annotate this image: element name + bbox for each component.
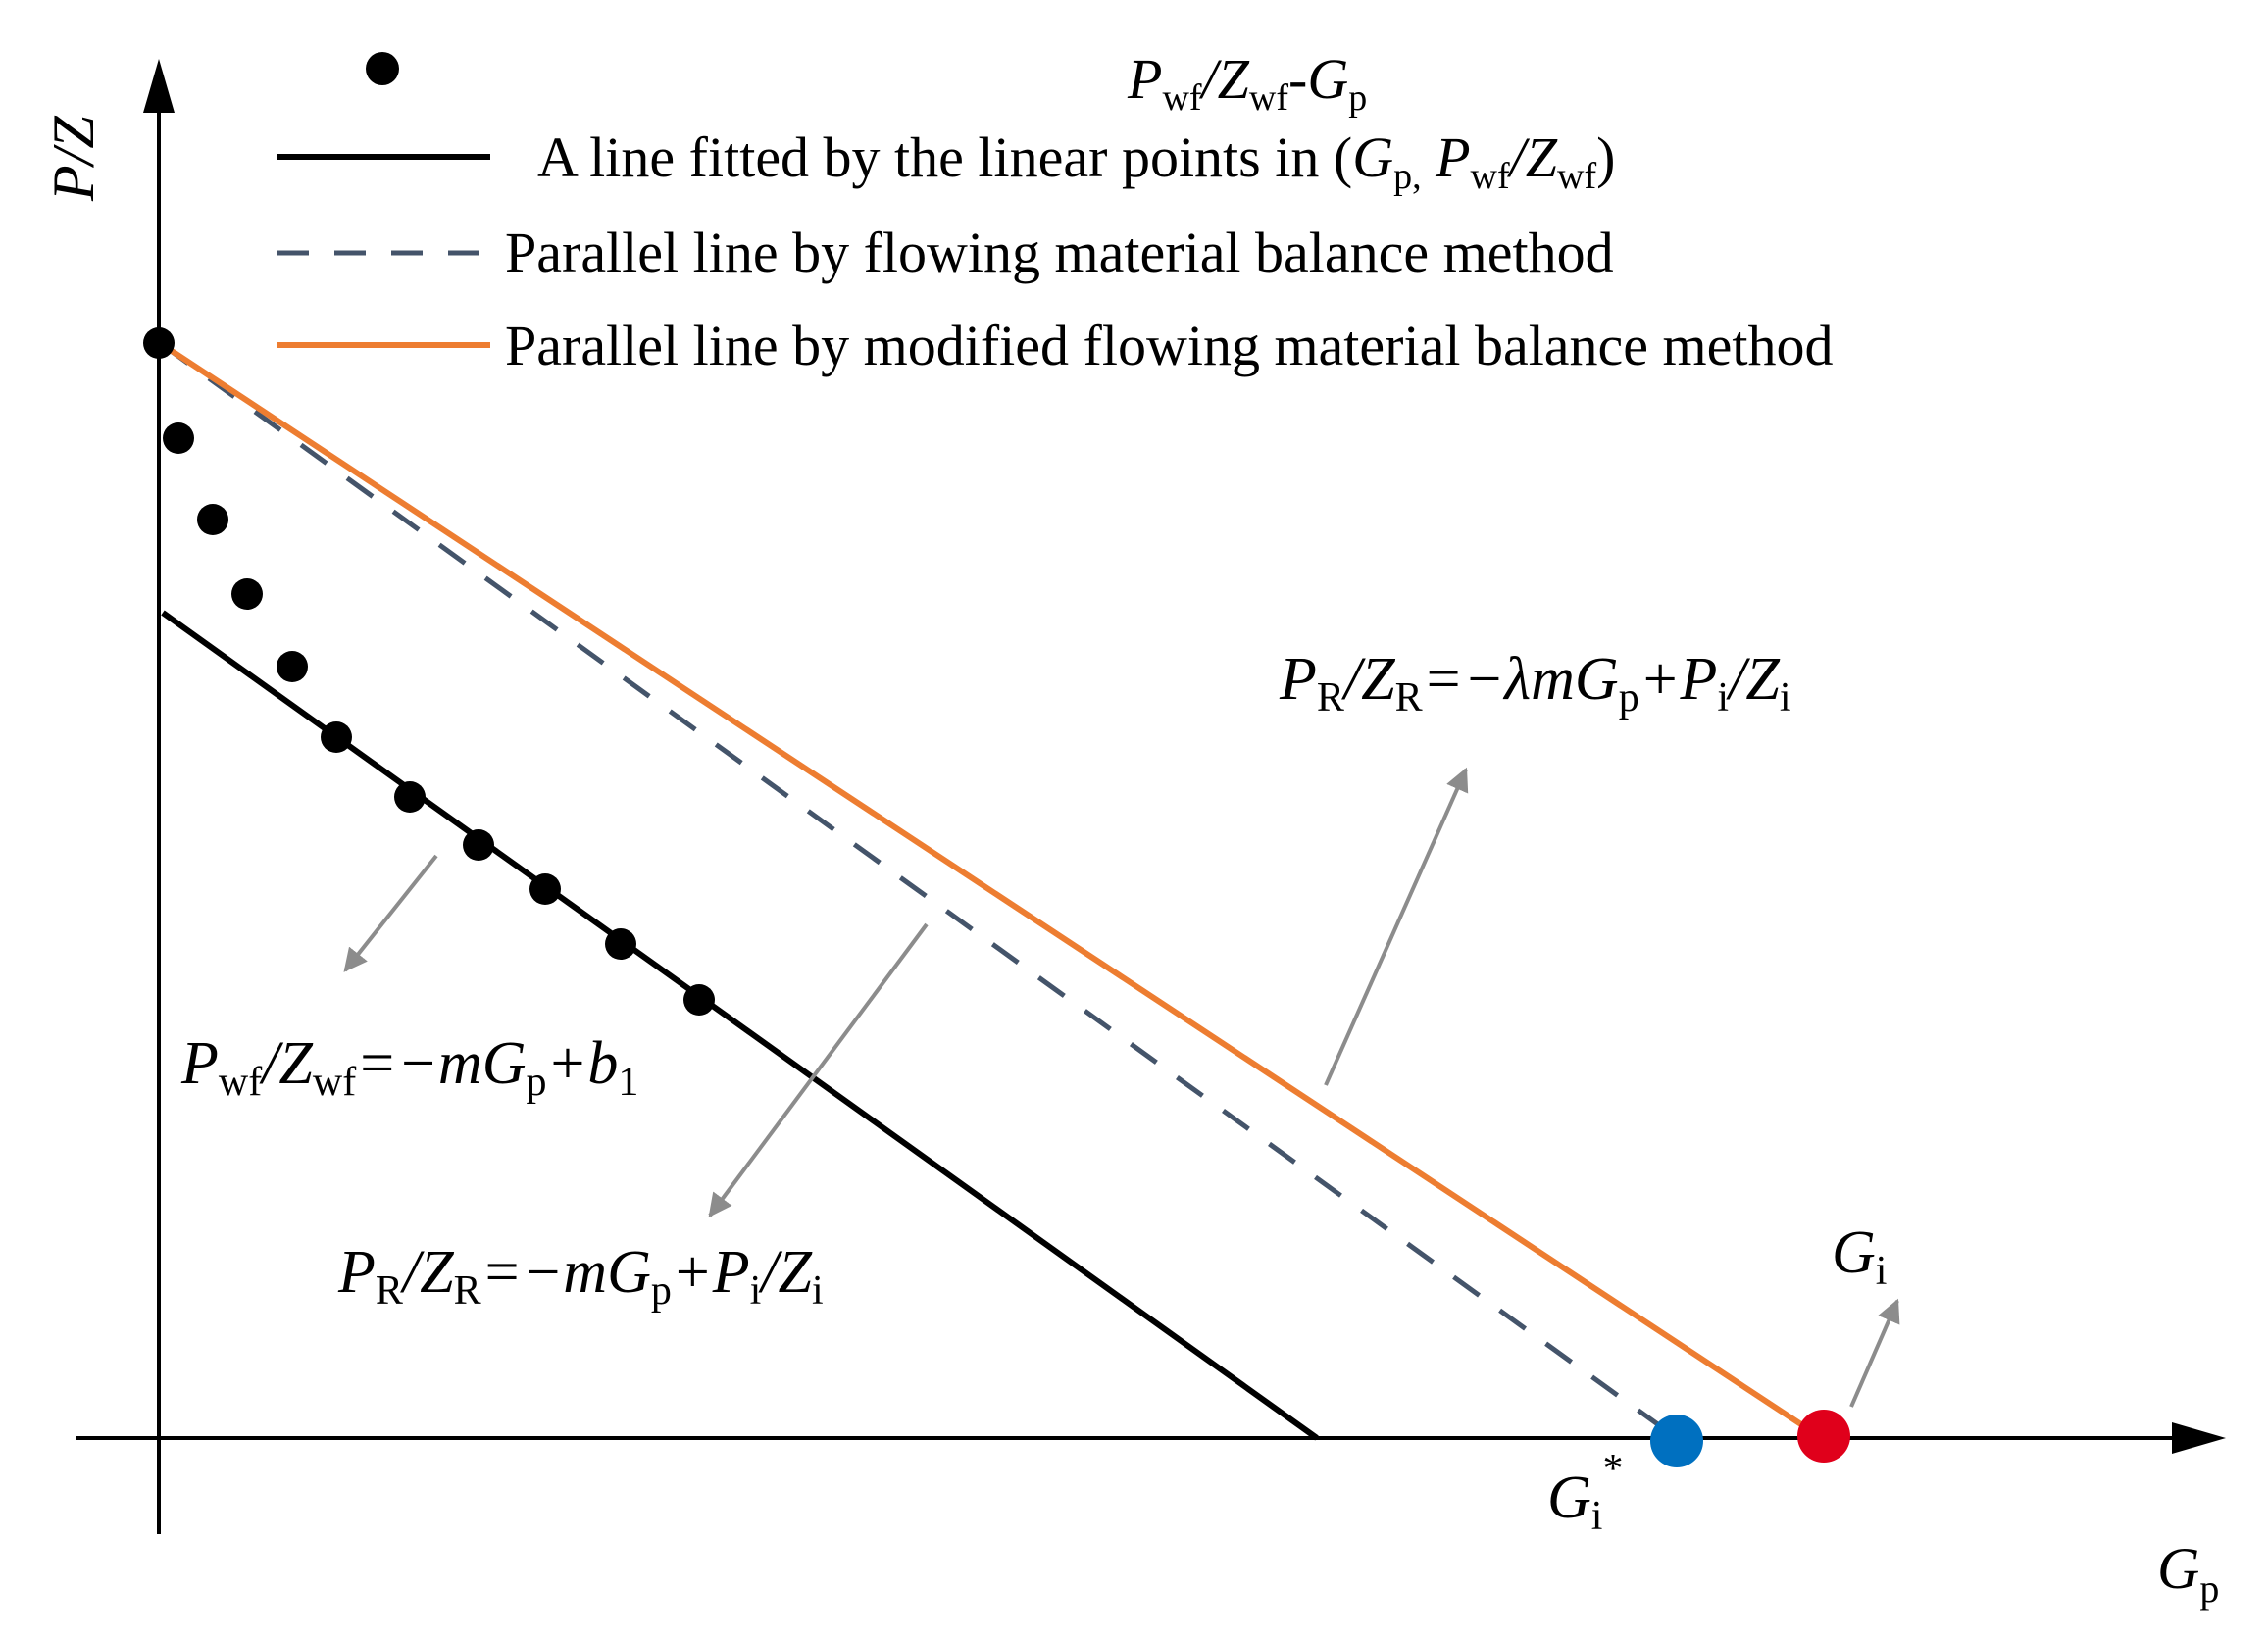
data-point xyxy=(463,829,494,861)
data-point xyxy=(529,873,561,905)
legend-marker-label: Pwf/Zwf-Gp xyxy=(1127,47,1367,119)
x-axis-label: Gp xyxy=(2157,1536,2219,1611)
gi-star-point xyxy=(1650,1415,1703,1467)
y-axis-arrowhead xyxy=(143,59,175,113)
data-point xyxy=(143,327,175,359)
dashed-equation-arrow xyxy=(708,922,929,1217)
legend-dashed-label: Parallel line by flowing material balanc… xyxy=(505,221,1614,284)
gi-star-label: Gi* xyxy=(1547,1447,1623,1539)
legend: Pwf/Zwf-Gp A line fitted by the linear p… xyxy=(277,47,1834,377)
gi-point xyxy=(1797,1410,1850,1463)
x-axis-arrowhead xyxy=(2172,1422,2226,1454)
data-point xyxy=(394,781,426,813)
legend-marker-dot xyxy=(366,52,399,85)
data-point xyxy=(321,721,352,753)
data-point xyxy=(197,504,228,535)
data-point xyxy=(277,651,308,682)
black-line-equation: Pwf/Zwf=−mGp+b1 xyxy=(180,1030,638,1105)
y-axis-label: P/Z xyxy=(41,116,106,202)
fitted-line xyxy=(161,610,1319,1441)
dashed-parallel-line xyxy=(161,342,1679,1441)
orange-equation-arrow xyxy=(1324,767,1469,1086)
data-point xyxy=(683,984,715,1016)
legend-solid-label: A line fitted by the linear points in (G… xyxy=(537,125,1615,197)
orange-line-equation: PR/ZR=−λmGp+Pi/Zi xyxy=(1279,646,1790,720)
gi-arrow xyxy=(1849,1298,1900,1408)
gi-label: Gi xyxy=(1832,1219,1887,1294)
data-points xyxy=(143,327,715,1016)
legend-orange-label: Parallel line by modified flowing materi… xyxy=(505,314,1834,377)
orange-parallel-line xyxy=(161,342,1824,1441)
data-point xyxy=(231,578,263,610)
data-point xyxy=(163,422,194,454)
dashed-line-equation: PR/ZR=−mGp+Pi/Zi xyxy=(337,1239,824,1314)
data-point xyxy=(605,928,636,960)
black-equation-arrow xyxy=(343,854,438,972)
